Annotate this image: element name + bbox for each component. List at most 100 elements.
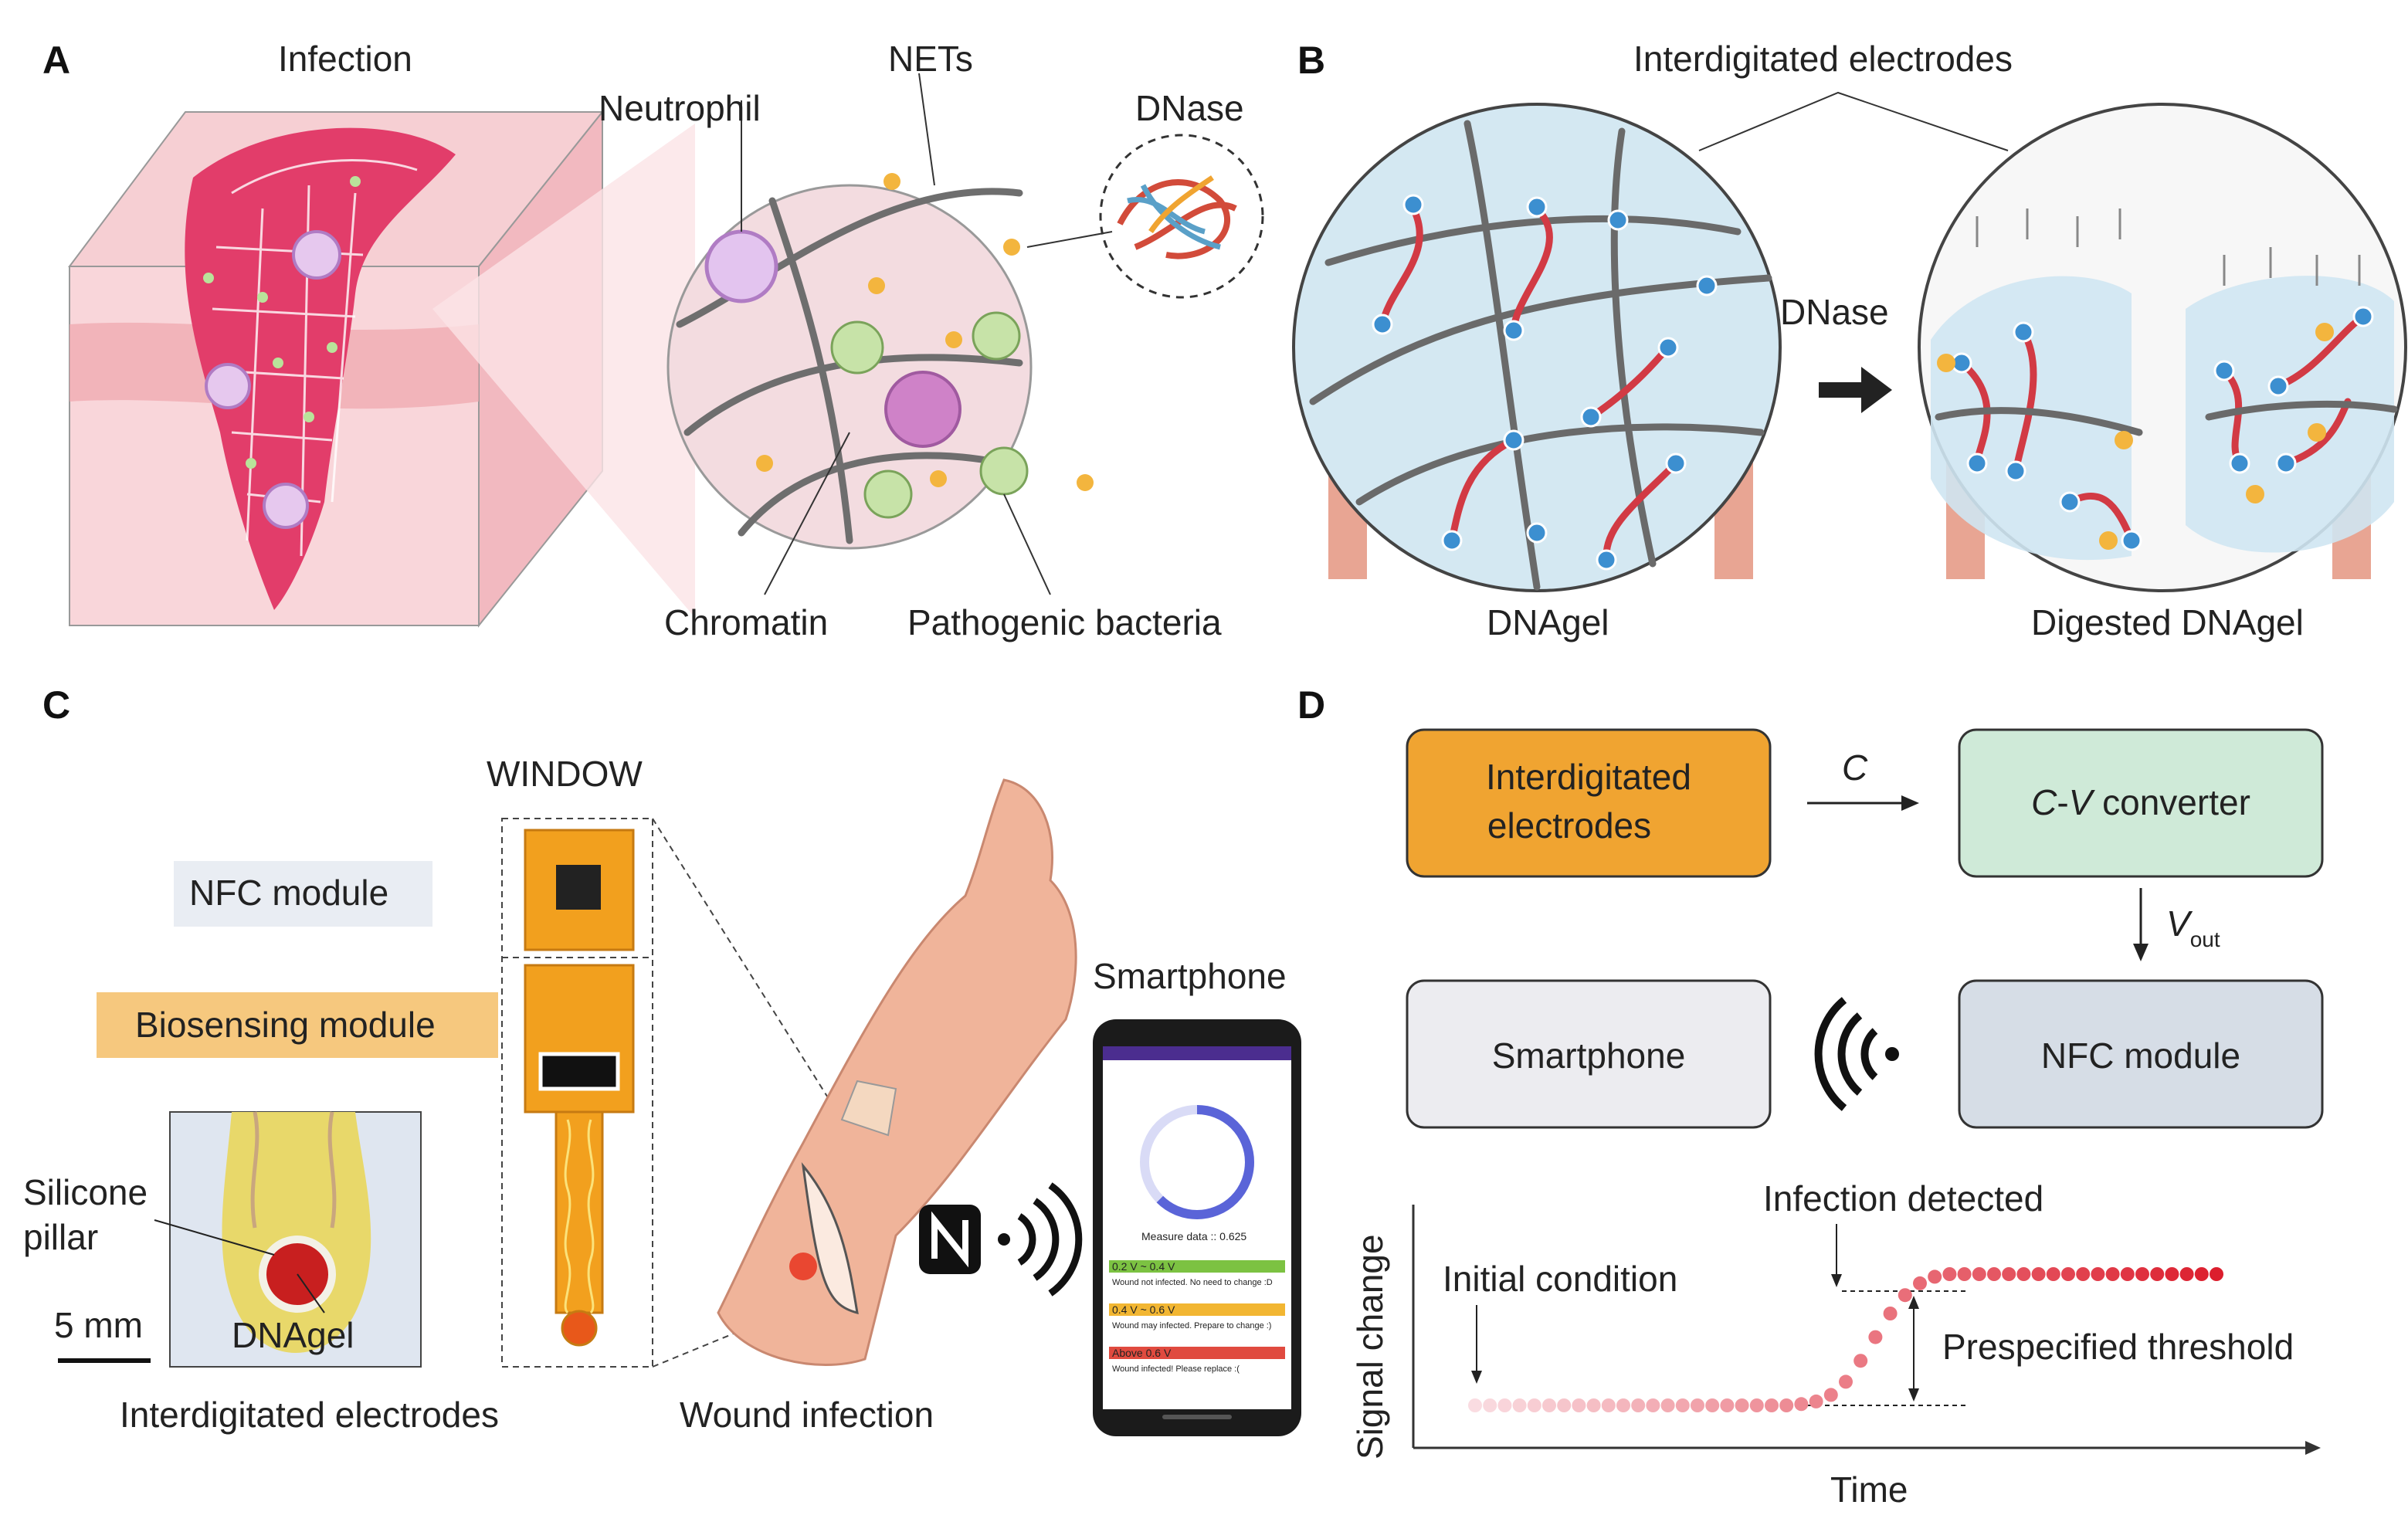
biosensing-module-label-box <box>97 992 498 1058</box>
dnagel-photo-label: DNAgel <box>232 1315 354 1355</box>
interdigitated-electrodes-label-b: Interdigitated electrodes <box>1633 39 2013 79</box>
vout-sub: out <box>2190 927 2220 951</box>
chart-x-axis-arrow <box>2305 1441 2321 1455</box>
wound-spot <box>789 1253 817 1280</box>
chart-point <box>1913 1276 1927 1290</box>
chart-x-label: Time <box>1830 1469 1908 1510</box>
digested-gel-fragment-right <box>2186 276 2394 553</box>
dnagel-label: DNAgel <box>1487 602 1609 642</box>
chart-point <box>1660 1398 1675 1412</box>
zoom-line-top <box>652 818 843 1120</box>
threshold-arrow-down <box>1908 1388 1919 1402</box>
dnagel-sensing-spot <box>561 1310 598 1347</box>
chart-point <box>1928 1269 1942 1284</box>
dnase-protein-ribbon-orange <box>1148 175 1214 233</box>
chart-point <box>1957 1267 1972 1281</box>
chart-point <box>1527 1398 1541 1412</box>
annotation-prespecified-threshold: Prespecified threshold <box>1942 1327 2294 1367</box>
arm-illustration <box>717 778 1077 1366</box>
smartphone-home-bar <box>1162 1415 1232 1419</box>
smartphone-box-label: Smartphone <box>1492 1036 1686 1076</box>
wireless-dot-icon <box>998 1233 1010 1246</box>
biosensing-component <box>538 1052 620 1091</box>
nets-leader <box>918 73 935 186</box>
chart-point <box>2105 1267 2120 1281</box>
chart-point <box>1898 1288 1912 1303</box>
chart-point <box>1794 1397 1809 1412</box>
chart-point <box>1705 1398 1720 1412</box>
cv-converter-box <box>1958 728 2324 878</box>
phone-row2-bar <box>1109 1303 1285 1316</box>
chart-point <box>1675 1398 1690 1412</box>
panel-c: NFC module Biosensing module WINDOW Sili… <box>23 754 1301 1436</box>
chart-point <box>1572 1398 1586 1412</box>
nfc-module-label-box <box>174 861 432 927</box>
digested-crosslinks <box>1951 306 2374 551</box>
annotation-infection-detected: Infection detected <box>1763 1178 2043 1219</box>
chart-point <box>2046 1267 2060 1281</box>
smartphone-label-c: Smartphone <box>1093 956 1287 996</box>
chart-point <box>1868 1330 1883 1344</box>
silicone-leader <box>154 1219 275 1256</box>
panel-label-b: B <box>1297 39 1325 82</box>
panel-b: Interdigitated electrodes DNase DNAgel D… <box>1292 39 2407 642</box>
chart-point <box>1557 1398 1572 1412</box>
window-patch-on-arm <box>840 1080 897 1137</box>
bacteria-cells <box>830 311 1029 519</box>
chart-point <box>2210 1267 2223 1281</box>
chart-point <box>2120 1267 2135 1281</box>
nfc-module-box-label: NFC module <box>2041 1036 2240 1076</box>
sensor-strip <box>555 1110 604 1314</box>
nets-label: NETs <box>888 39 973 79</box>
panel-label-a: A <box>42 39 70 82</box>
dnase-structure-circle <box>1099 134 1264 299</box>
signal-chart: Time Signal change Initial condition Inf… <box>1350 1178 2321 1510</box>
chart-point <box>1483 1398 1497 1412</box>
chart-point <box>1601 1398 1616 1412</box>
dnagel-crosslinks <box>1372 194 1718 571</box>
cv-converter-dash: - <box>2057 782 2068 822</box>
chart-point <box>1809 1394 1823 1408</box>
chart-point <box>1468 1398 1482 1412</box>
chart-point <box>2179 1267 2194 1281</box>
dnagel-network-red <box>1379 205 1680 560</box>
phone-row1-bar <box>1109 1260 1285 1273</box>
chart-point <box>1839 1375 1853 1389</box>
chart-point <box>1586 1398 1601 1412</box>
panel-label-c: C <box>42 683 70 727</box>
chart-point <box>1749 1398 1764 1412</box>
arrow-head-1 <box>1901 795 1919 811</box>
dnagel-circle <box>1292 103 1782 592</box>
chart-point <box>1972 1267 1986 1281</box>
nets-fibers <box>676 188 1023 544</box>
electrodes-box-line2: electrodes <box>1487 805 1651 846</box>
nfc-module-label: NFC module <box>189 873 388 913</box>
chart-point <box>2194 1267 2209 1281</box>
chart-point <box>1735 1398 1749 1412</box>
capacitance-label: C <box>1842 747 1868 788</box>
initial-condition-arrow-head <box>1471 1371 1482 1384</box>
electrodes-leader <box>1698 91 2009 151</box>
chart-point <box>2031 1267 2046 1281</box>
dnase-label-b: DNase <box>1780 292 1889 332</box>
dnase-arrows <box>1976 208 2361 286</box>
nfc-module-box <box>1958 979 2324 1129</box>
chromatin-label: Chromatin <box>664 602 828 642</box>
chart-point <box>1765 1398 1779 1412</box>
biosensing-module-label: Biosensing module <box>135 1005 436 1045</box>
phone-row3-text: Wound infected! Please replace :( <box>1112 1364 1240 1374</box>
gauge-arc <box>1140 1105 1254 1219</box>
dnase-leader <box>1026 231 1113 248</box>
window-device-outline <box>501 818 653 1368</box>
chart-point <box>2016 1267 2031 1281</box>
dnase-molecules <box>756 173 1094 491</box>
phone-row2-head: 0.4 V ~ 0.6 V <box>1112 1303 1175 1316</box>
digested-dnagel-label: Digested DNAgel <box>2031 602 2304 642</box>
panel-a: Infection Neutrophil NETs DNase Chromati… <box>68 39 1264 642</box>
smartphone-box <box>1406 979 1772 1129</box>
chart-point <box>1631 1398 1646 1412</box>
chart-y-label: Signal change <box>1350 1234 1390 1459</box>
phone-row3-head: Above 0.6 V <box>1112 1347 1172 1359</box>
dnagel-network-gray <box>1309 120 1772 591</box>
